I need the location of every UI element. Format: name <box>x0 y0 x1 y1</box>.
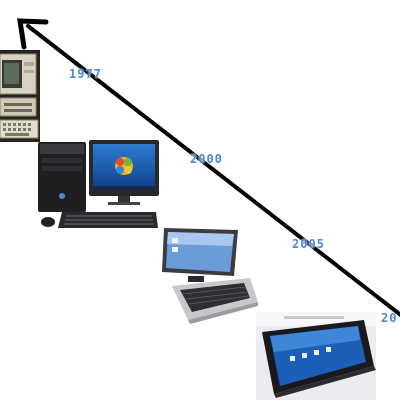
timeline-line <box>26 24 400 317</box>
arrowhead-icon <box>17 18 49 50</box>
year-label-2005: 2005 <box>292 237 325 251</box>
year-label-2000: 2000 <box>190 152 223 166</box>
year-label-1977: 1977 <box>69 67 102 81</box>
desktop-pc-image <box>38 140 159 228</box>
vintage-computer-image <box>0 50 40 142</box>
year-label-partial: 20 <box>381 311 398 325</box>
smartphone-image <box>256 312 376 400</box>
tablet-laptop-image <box>162 228 258 324</box>
